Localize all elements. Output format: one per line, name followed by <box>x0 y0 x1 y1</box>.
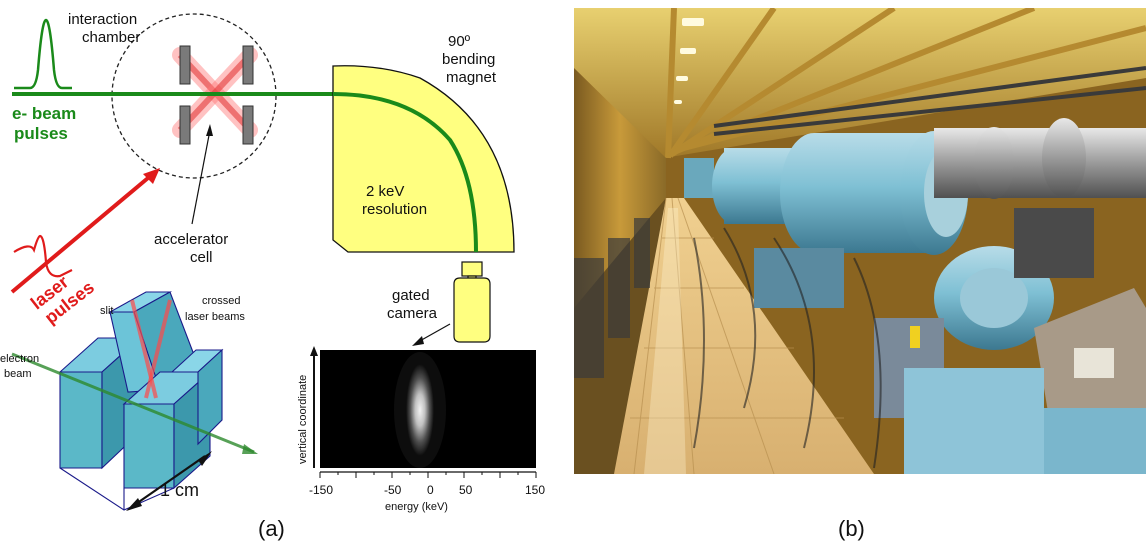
label-resolution: resolution <box>362 201 427 218</box>
label-magnet: magnet <box>446 69 497 86</box>
label-slit: slit <box>100 305 113 317</box>
label-ebeam-pulses: pulses <box>14 124 68 143</box>
plot-x-ticks <box>319 472 537 478</box>
laser-arrow-line <box>10 176 150 294</box>
scale-arrowhead-left <box>126 498 142 511</box>
energy-plot: -150 -50 0 50 150 energy (keV) vertical … <box>297 346 545 513</box>
plot-y-axis-arrowhead <box>310 346 318 356</box>
label-electron: electron <box>0 353 39 365</box>
camera-pointer-arrowhead <box>412 336 424 346</box>
plot-x-tick-m50: -50 <box>384 483 402 497</box>
label-bending: bending <box>442 51 495 68</box>
laser-arrowhead <box>143 168 160 184</box>
label-crossed: crossed <box>202 295 241 307</box>
plot-y-label: vertical coordinate <box>297 375 309 464</box>
chamber-plate-top-left <box>179 45 191 85</box>
label-accelerator: accelerator <box>154 231 228 248</box>
plot-x-tick-150: 150 <box>525 483 545 497</box>
accelerator-pointer-arrowhead <box>206 124 213 136</box>
accelerator-cell-3d <box>58 291 224 511</box>
label-interaction: interaction <box>68 11 137 28</box>
plot-x-tick-50: 50 <box>459 483 473 497</box>
label-1cm: 1 cm <box>160 480 199 500</box>
cell-electron-beam-arrowhead <box>242 444 258 454</box>
plot-x-tick-m150: -150 <box>309 483 333 497</box>
bending-magnet <box>332 65 515 253</box>
label-cell: cell <box>190 249 213 266</box>
label-electron-beam: beam <box>4 368 32 380</box>
label-90: 90º <box>448 33 471 50</box>
label-camera: camera <box>387 305 438 322</box>
chamber-plate-top-right <box>242 45 254 85</box>
panel-a: interaction chamber e- beam pulses accel… <box>0 11 545 541</box>
ebeam-pulse-icon <box>14 18 72 90</box>
accelerator-pointer-line <box>191 129 211 225</box>
cell-electron-beam <box>11 352 255 454</box>
label-2kev: 2 keV <box>366 183 404 200</box>
label-laser-beams: laser beams <box>185 311 245 323</box>
plot-x-tick-0: 0 <box>427 483 434 497</box>
plot-x-label: energy (keV) <box>385 501 448 513</box>
laser-pulse-icon <box>13 234 73 278</box>
chamber-plate-bottom-left <box>179 105 191 145</box>
scale-arrow-line <box>132 455 206 507</box>
caption-b: (b) <box>838 516 865 541</box>
cell-laser-beam-2 <box>144 299 172 399</box>
camera-pointer-line <box>417 323 451 343</box>
scale-arrowhead-right <box>198 451 212 466</box>
bent-beam-path <box>332 92 478 253</box>
panel-b-photo <box>574 8 1146 474</box>
label-ebeam: e- beam <box>12 104 76 123</box>
chamber-plate-bottom-right <box>242 105 254 145</box>
label-gated: gated <box>392 287 430 304</box>
energy-spot <box>406 364 434 456</box>
label-chamber: chamber <box>82 29 140 46</box>
gated-camera-icon <box>453 261 491 343</box>
caption-a: (a) <box>258 516 285 541</box>
